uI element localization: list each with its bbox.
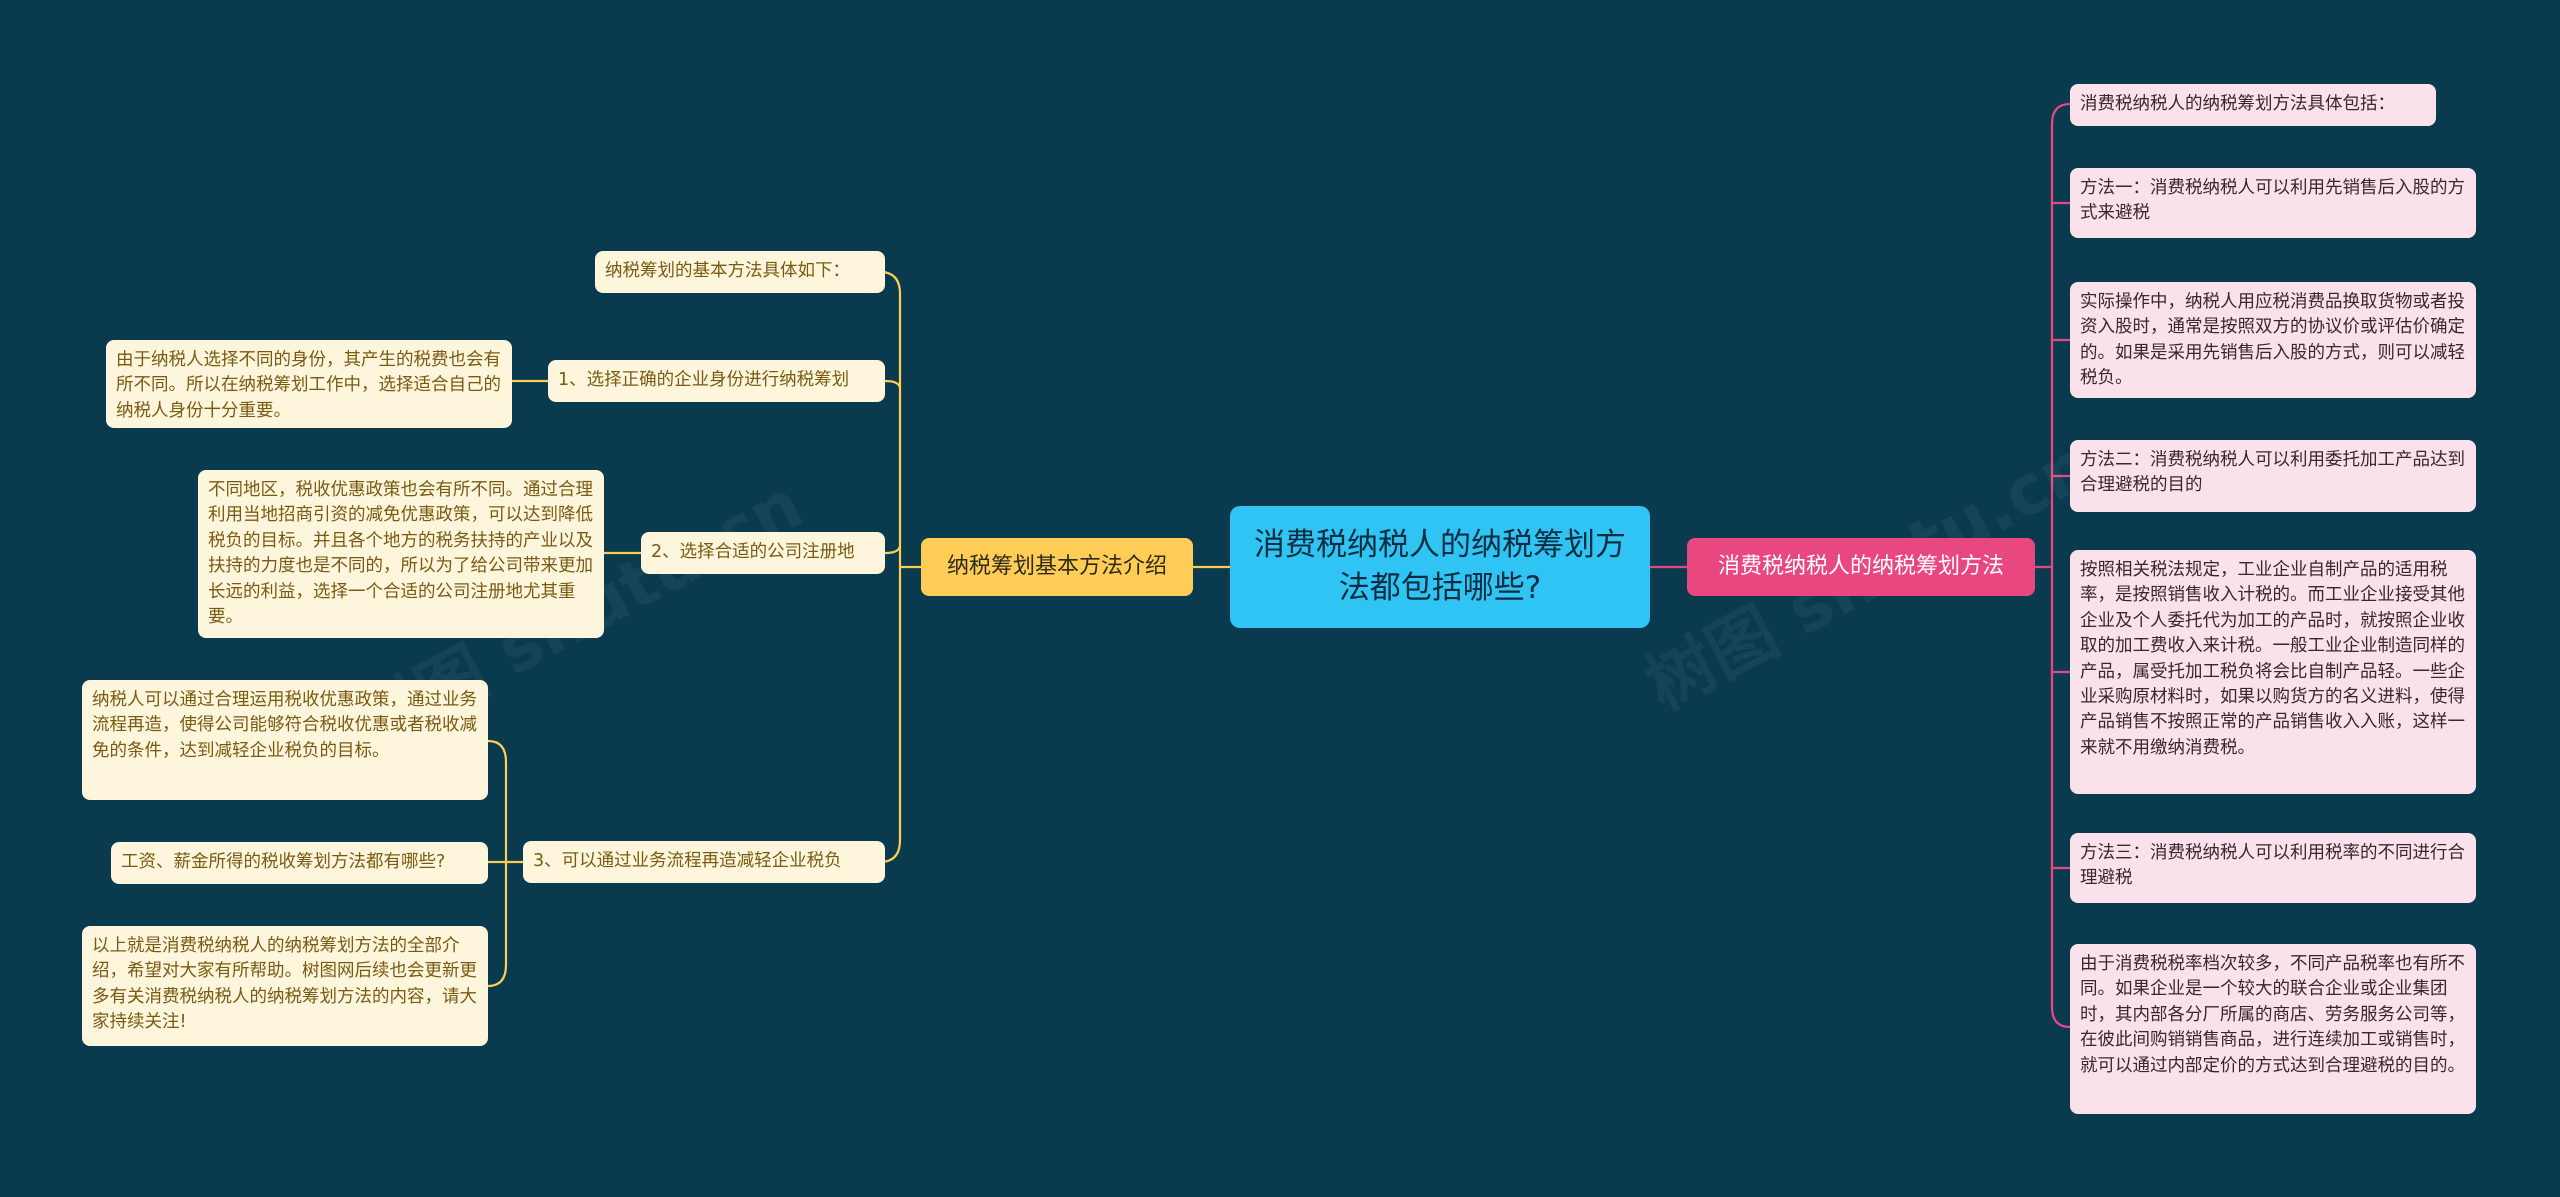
link-item3-spine (486, 739, 525, 988)
right-item-2[interactable]: 方法一：消费税纳税人可以利用先销售后入股的方式来避税 (2070, 168, 2476, 238)
right-item-6[interactable]: 方法三：消费税纳税人可以利用税率的不同进行合理避税 (2070, 833, 2476, 903)
left-item1-node[interactable]: 1、选择正确的企业身份进行纳税筹划 (548, 360, 885, 402)
left-item3-detail-1[interactable]: 纳税人可以通过合理运用税收优惠政策，通过业务流程再造，使得公司能够符合税收优惠或… (82, 680, 488, 800)
left-item2-node[interactable]: 2、选择合适的公司注册地 (641, 532, 885, 574)
root-topic[interactable]: 消费税纳税人的纳税筹划方法都包括哪些? (1230, 506, 1650, 628)
left-item3-node[interactable]: 3、可以通过业务流程再造减轻企业税负 (523, 841, 885, 883)
left-item3-detail-3[interactable]: 以上就是消费税纳税人的纳税筹划方法的全部介绍，希望对大家有所帮助。树图网后续也会… (82, 926, 488, 1046)
right-item-1[interactable]: 消费税纳税人的纳税筹划方法具体包括： (2070, 84, 2436, 126)
left-branch-topic[interactable]: 纳税筹划基本方法介绍 (921, 538, 1193, 596)
right-item-4[interactable]: 方法二：消费税纳税人可以利用委托加工产品达到合理避税的目的 (2070, 440, 2476, 512)
left-intro-node[interactable]: 纳税筹划的基本方法具体如下： (595, 251, 885, 293)
link-left-spine (878, 270, 923, 864)
left-item2-detail[interactable]: 不同地区，税收优惠政策也会有所不同。通过合理利用当地招商引资的减免优惠政策，可以… (198, 470, 604, 638)
right-item-7[interactable]: 由于消费税税率档次较多，不同产品税率也有所不同。如果企业是一个较大的联合企业或企… (2070, 944, 2476, 1114)
right-branch-topic[interactable]: 消费税纳税人的纳税筹划方法 (1687, 538, 2035, 596)
left-item3-detail-2[interactable]: 工资、薪金所得的税收筹划方法都有哪些? (111, 842, 488, 884)
link-right-spine (2033, 102, 2072, 1029)
right-item-3[interactable]: 实际操作中，纳税人用应税消费品换取货物或者投资入股时，通常是按照双方的协议价或评… (2070, 282, 2476, 398)
right-item-5[interactable]: 按照相关税法规定，工业企业自制产品的适用税率，是按照销售收入计税的。而工业企业接… (2070, 550, 2476, 794)
left-item1-detail[interactable]: 由于纳税人选择不同的身份，其产生的税费也会有所不同。所以在纳税筹划工作中，选择适… (106, 340, 512, 428)
